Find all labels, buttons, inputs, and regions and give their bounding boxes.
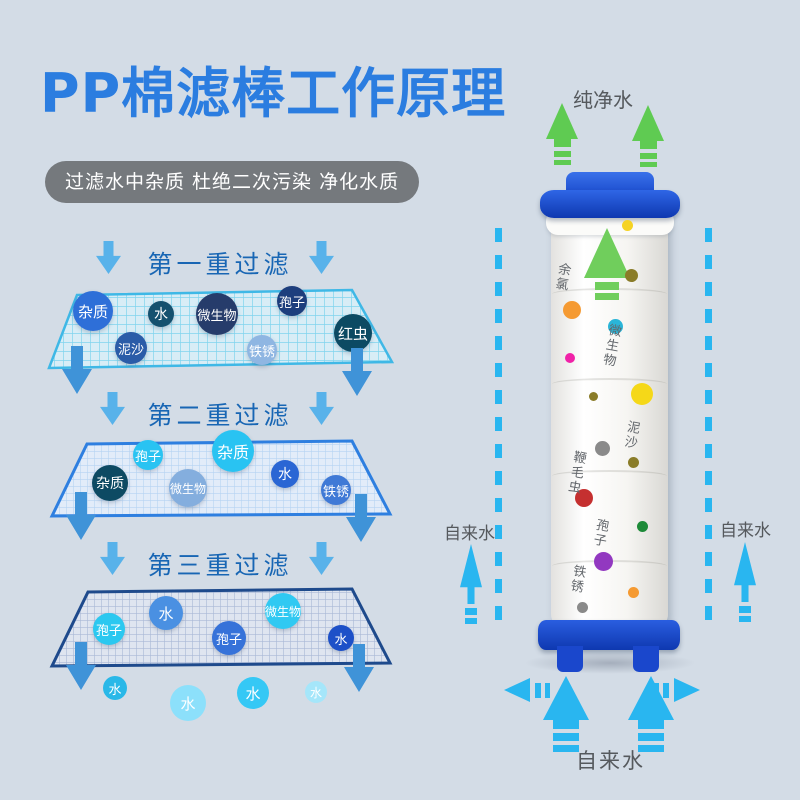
filter-cap-flange <box>540 190 680 218</box>
particle-circle: 微生物 <box>169 469 207 507</box>
down-arrow-icon <box>96 241 121 274</box>
particle-circle: 杂质 <box>212 430 254 472</box>
contaminant-dot <box>622 220 633 231</box>
particle-circle: 水 <box>148 301 174 327</box>
filter-foot <box>633 646 659 672</box>
particle-circle: 杂质 <box>73 291 113 331</box>
contaminant-dot <box>565 353 575 363</box>
tap-water-arrow-icon <box>460 544 482 624</box>
water-drop: 水 <box>170 685 206 721</box>
contaminant-dot <box>631 383 653 405</box>
particle-circle: 微生物 <box>265 593 301 629</box>
contaminant-dot <box>608 319 623 334</box>
tap-water-label-bottom: 自来水 <box>576 749 645 773</box>
contaminant-dot <box>628 457 639 468</box>
contaminant-dot <box>577 602 588 613</box>
particle-circle: 红虫 <box>334 314 372 352</box>
flow-up-arrow-icon <box>584 228 630 300</box>
particle-circle: 水 <box>271 460 299 488</box>
contaminant-dot <box>575 489 593 507</box>
right-arrow-dash <box>663 683 669 698</box>
contaminant-dot <box>589 392 598 401</box>
right-arrow-dash <box>654 683 659 698</box>
water-drop: 水 <box>237 677 269 709</box>
tap-water-label-right: 自来水 <box>720 521 771 541</box>
tap-water-arrow-icon <box>543 676 589 752</box>
pure-water-label: 纯净水 <box>573 88 633 112</box>
contaminant-dot <box>637 521 648 532</box>
particle-circle: 孢子 <box>133 440 163 470</box>
cartridge-shadow <box>524 652 696 674</box>
particle-circle: 杂质 <box>92 465 128 501</box>
contaminant-dot <box>625 269 638 282</box>
flow-dashed-line <box>495 228 502 632</box>
filter-base <box>538 620 680 650</box>
particle-circle: 孢子 <box>212 621 246 655</box>
pure-water-arrow-icon <box>546 103 578 165</box>
particle-circle: 孢子 <box>277 286 307 316</box>
particle-circle: 水 <box>328 625 354 651</box>
tap-water-label-left: 自来水 <box>444 524 495 544</box>
filter-foot <box>557 646 583 672</box>
particle-circle: 孢子 <box>93 613 125 645</box>
body-seam <box>552 378 667 390</box>
section-1-title: 第一重过滤 <box>147 250 293 279</box>
particle-circle: 铁锈 <box>321 475 351 505</box>
particle-circle: 微生物 <box>196 293 238 335</box>
body-seam <box>552 470 667 482</box>
contaminant-dot <box>594 552 613 571</box>
left-arrow-dash <box>535 683 541 698</box>
left-arrow-dash <box>545 683 550 698</box>
section-2-title: 第二重过滤 <box>147 401 293 430</box>
contaminant-dot <box>595 441 610 456</box>
particle-circle: 铁锈 <box>247 335 277 365</box>
contaminant-dot <box>628 587 639 598</box>
subtitle-pill: 过滤水中杂质 杜绝二次污染 净化水质 <box>45 161 420 203</box>
particle-circle: 水 <box>149 596 183 630</box>
particle-circle: 泥沙 <box>115 332 147 364</box>
page-title: PP棉滤棒工作原理 <box>40 62 507 125</box>
tap-water-arrow-icon <box>734 542 756 622</box>
water-drop: 水 <box>305 681 327 703</box>
flow-dashed-line <box>705 228 712 632</box>
pure-water-arrow-icon <box>632 105 664 167</box>
left-arrow-icon <box>504 678 530 702</box>
contaminant-dot <box>563 301 581 319</box>
water-drop: 水 <box>103 676 127 700</box>
section-3-title: 第三重过滤 <box>147 551 293 580</box>
right-arrow-icon <box>674 678 700 702</box>
